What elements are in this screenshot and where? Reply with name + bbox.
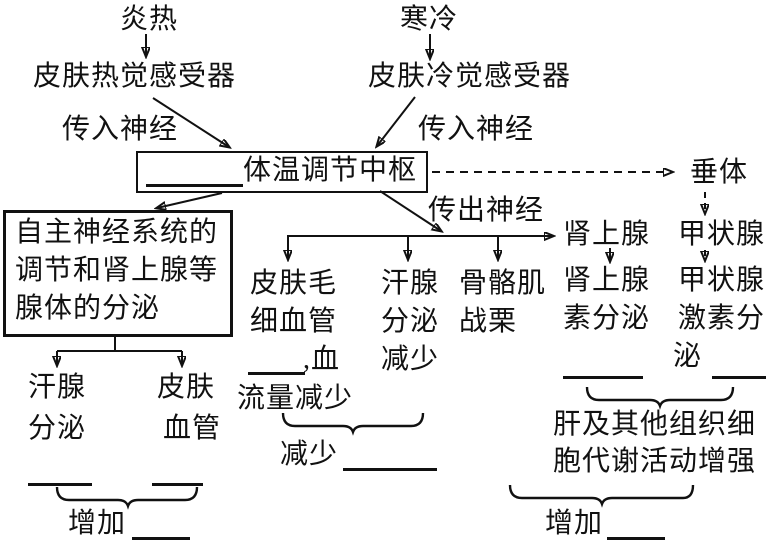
- blank-sweat-gland: [28, 483, 92, 486]
- brace-metabolism-result: [508, 484, 695, 508]
- thyroid-secretion-line2: 激素分: [678, 303, 766, 334]
- stimulus-hot-label: 炎热: [120, 4, 179, 35]
- metabolism-line1: 肝及其他组织细: [553, 409, 757, 440]
- brace-hormone-results: [585, 386, 735, 410]
- capillary-line1: 皮肤毛: [250, 268, 338, 299]
- arrow-to-autonomic-box: [157, 192, 223, 208]
- sweat-decrease-line3: 减少: [381, 344, 440, 375]
- blank-center-box: [146, 184, 243, 187]
- capillary-line4: 流量减少: [237, 383, 354, 414]
- skin-vessel-line2: 血管: [163, 413, 222, 444]
- efferent-nerve-label: 传出神经: [428, 195, 545, 226]
- thyroid-gland-label: 甲状腺: [678, 219, 766, 250]
- pituitary-label: 垂体: [690, 157, 749, 188]
- autonomic-box-line1: 自主神经系统的: [15, 217, 219, 248]
- blank-after-increase-right: [607, 537, 665, 540]
- blank-capillary: [248, 372, 305, 375]
- brace-warm-results: [55, 486, 199, 510]
- blank-after-increase-left: [132, 537, 190, 540]
- stimulus-cold-label: 寒冷: [400, 4, 459, 35]
- muscle-line2: 战栗: [459, 306, 518, 337]
- sweat-gland-line2: 分泌: [28, 413, 87, 444]
- sweat-decrease-line1: 汗腺: [381, 268, 440, 299]
- blank-after-decrease: [343, 468, 437, 471]
- capillary-line2: 细血管: [250, 306, 338, 337]
- afferent-nerve-right-label: 传入神经: [418, 114, 535, 145]
- thyroid-secretion-line1: 甲状腺: [678, 265, 766, 296]
- autonomic-box-line3: 腺体的分泌: [15, 293, 161, 324]
- cold-receptor-label: 皮肤冷觉感受器: [368, 61, 572, 92]
- heat-receptor-label: 皮肤热觉感受器: [33, 61, 237, 92]
- decrease-result-label: 减少: [280, 439, 339, 470]
- adrenal-gland-label: 肾上腺: [563, 219, 651, 250]
- sweat-decrease-line2: 分泌: [381, 306, 440, 337]
- metabolism-line2: 胞代谢活动增强: [553, 446, 757, 477]
- blank-thyroid-secretion: [712, 376, 766, 379]
- blank-skin-vessel: [152, 483, 203, 486]
- autonomic-box: [3, 210, 233, 337]
- afferent-nerve-left-label: 传入神经: [62, 114, 179, 145]
- arrow-afferent-left: [152, 97, 229, 147]
- arrow-efferent: [379, 190, 441, 231]
- increase-right-label: 增加: [545, 508, 604, 539]
- brace-cold-results: [281, 412, 425, 436]
- arrow-afferent-right: [377, 96, 416, 146]
- regulation-center-box: [136, 151, 428, 193]
- adrenal-secretion-line1: 肾上腺: [563, 265, 651, 296]
- regulation-center-label: 体温调节中枢: [243, 155, 418, 186]
- sweat-gland-line1: 汗腺: [28, 372, 87, 403]
- increase-left-label: 增加: [68, 508, 127, 539]
- autonomic-box-line2: 调节和肾上腺等: [15, 255, 219, 286]
- skin-vessel-line1: 皮肤: [157, 372, 216, 403]
- muscle-line1: 骨骼肌: [459, 268, 547, 299]
- adrenal-secretion-line2: 素分泌: [563, 303, 651, 334]
- thyroid-secretion-line3: 泌: [673, 341, 703, 372]
- blank-adrenal-secretion: [563, 376, 643, 379]
- capillary-line3: ,血: [303, 344, 341, 375]
